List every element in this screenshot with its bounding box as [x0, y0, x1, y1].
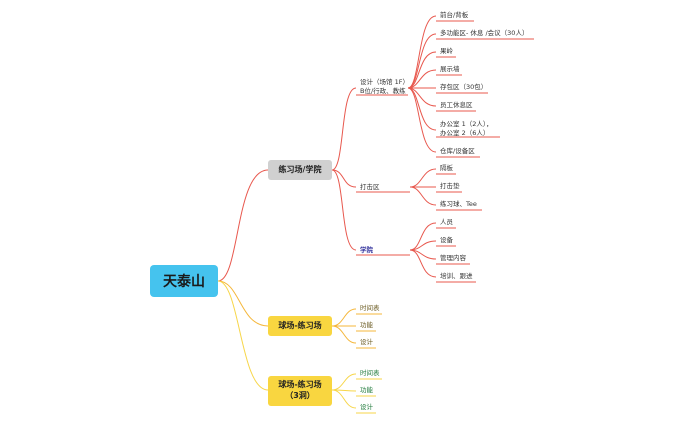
- connector-practice-design: [331, 87, 357, 171]
- connector-academy-leaves: [409, 222, 437, 278]
- leaf-line: 办公室 1（2人），: [440, 120, 493, 128]
- subtopic-academy[interactable]: 学院: [360, 246, 373, 254]
- branch-course-practice[interactable]: 球场-练习场: [268, 316, 332, 336]
- branch-course-practice-3holes[interactable]: 球场-练习场 （3洞）: [268, 376, 332, 406]
- leaf-item[interactable]: 人员: [440, 218, 453, 226]
- subtopic-line: B位/行政、教练: [360, 86, 406, 95]
- subtopic-hitting-area[interactable]: 打击区: [360, 183, 380, 191]
- leaf-item[interactable]: 练习球、Tee: [440, 200, 477, 208]
- connector-practice-academy: [331, 169, 357, 251]
- branch-practice-academy[interactable]: 练习场/学院: [268, 160, 332, 180]
- leaf-item[interactable]: 存包区（30包）: [440, 83, 488, 91]
- leaf-item[interactable]: 时间表: [360, 369, 380, 377]
- connector-design-leaves: [407, 15, 437, 153]
- leaf-item[interactable]: 功能: [360, 321, 373, 329]
- leaf-item[interactable]: 设备: [440, 236, 453, 244]
- leaf-item[interactable]: 隔板: [440, 164, 453, 172]
- connector-root-course: [217, 280, 269, 327]
- connector-root-practice: [217, 169, 269, 282]
- connector-practice-hitting: [331, 169, 357, 188]
- subtopic-design[interactable]: 设计（场馆 1F） B位/行政、教练: [360, 78, 409, 96]
- leaf-item[interactable]: 展示墙: [440, 65, 460, 73]
- connector-course3-leaves: [331, 373, 357, 409]
- leaf-item[interactable]: 时间表: [360, 304, 380, 312]
- subtopic-line: 设计（场馆 1F）: [360, 78, 409, 86]
- connector-course-leaves: [331, 308, 357, 344]
- leaf-item[interactable]: 功能: [360, 386, 373, 394]
- leaf-item[interactable]: 管理内容: [440, 254, 466, 262]
- leaf-underlines: [356, 20, 534, 414]
- root-node[interactable]: 天泰山: [150, 265, 218, 297]
- leaf-item[interactable]: 设计: [360, 338, 373, 346]
- leaf-item[interactable]: 果岭: [440, 47, 453, 55]
- branch-label-line-1: 球场-练习场: [278, 380, 322, 390]
- connector-root-course3: [217, 280, 269, 391]
- leaf-item[interactable]: 打击垫: [440, 182, 460, 190]
- connector-hitting-leaves: [409, 168, 437, 206]
- branch-label-line-2: （3洞）: [285, 391, 315, 400]
- leaf-item[interactable]: 前台/背板: [440, 11, 469, 19]
- leaf-item[interactable]: 培训、跟进: [440, 272, 473, 280]
- leaf-line: 办公室 2（6人）: [440, 128, 490, 137]
- leaf-item[interactable]: 办公室 1（2人）， 办公室 2（6人）: [440, 120, 493, 138]
- leaf-item[interactable]: 员工休息区: [440, 101, 473, 109]
- leaf-item[interactable]: 设计: [360, 403, 373, 411]
- leaf-item[interactable]: 仓库/设备区: [440, 147, 475, 155]
- leaf-item[interactable]: 多功能区- 休息 /会议（30人）: [440, 29, 529, 37]
